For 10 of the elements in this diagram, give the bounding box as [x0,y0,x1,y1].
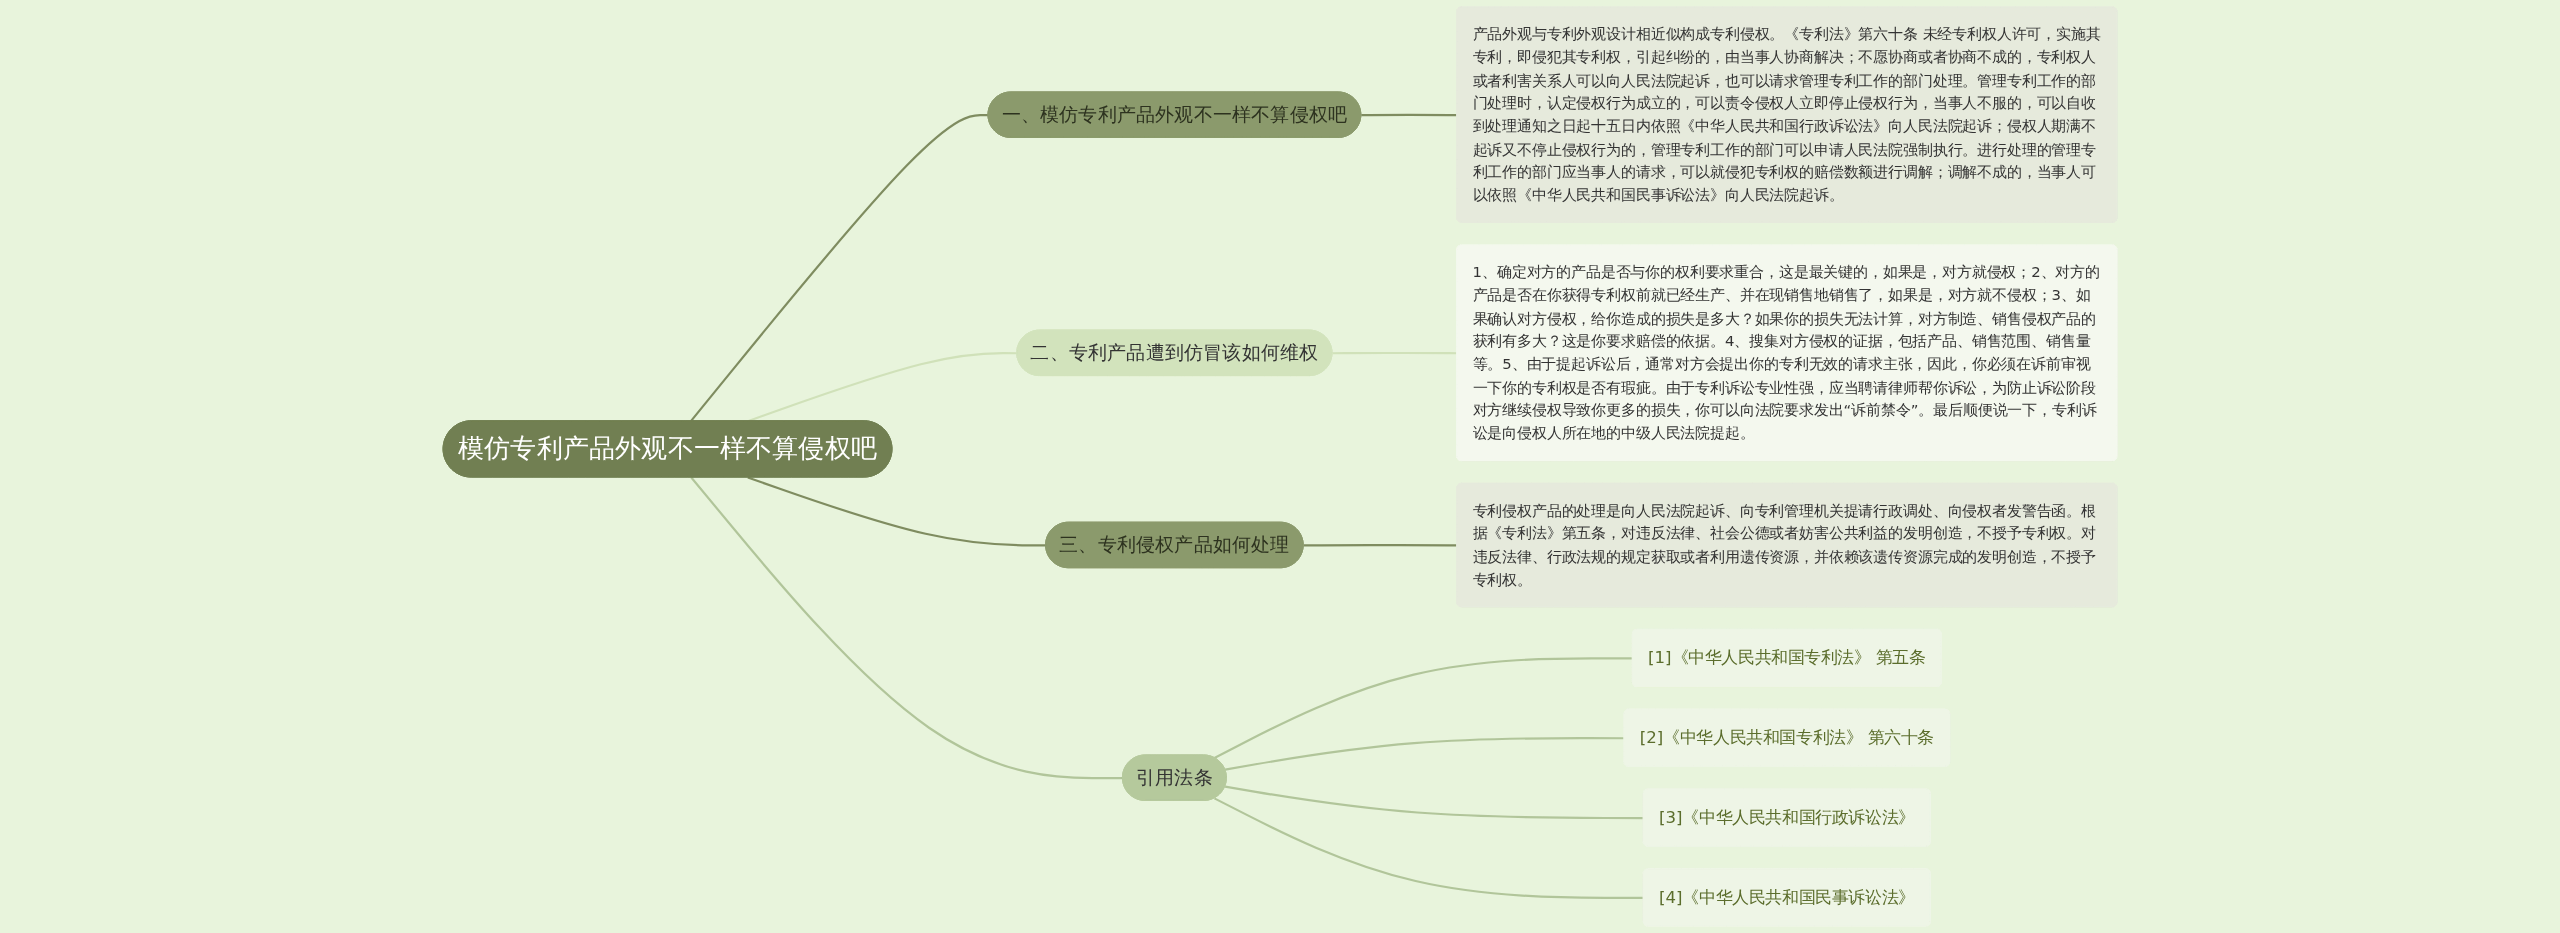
connector [1224,785,1644,820]
connector [1213,657,1633,759]
connector [690,476,1123,780]
connector [1332,351,1458,355]
connector [1213,797,1644,899]
connector [1361,113,1458,117]
connector [1224,737,1625,771]
connector [1303,544,1458,547]
connector [690,113,989,422]
connector [747,476,1047,547]
